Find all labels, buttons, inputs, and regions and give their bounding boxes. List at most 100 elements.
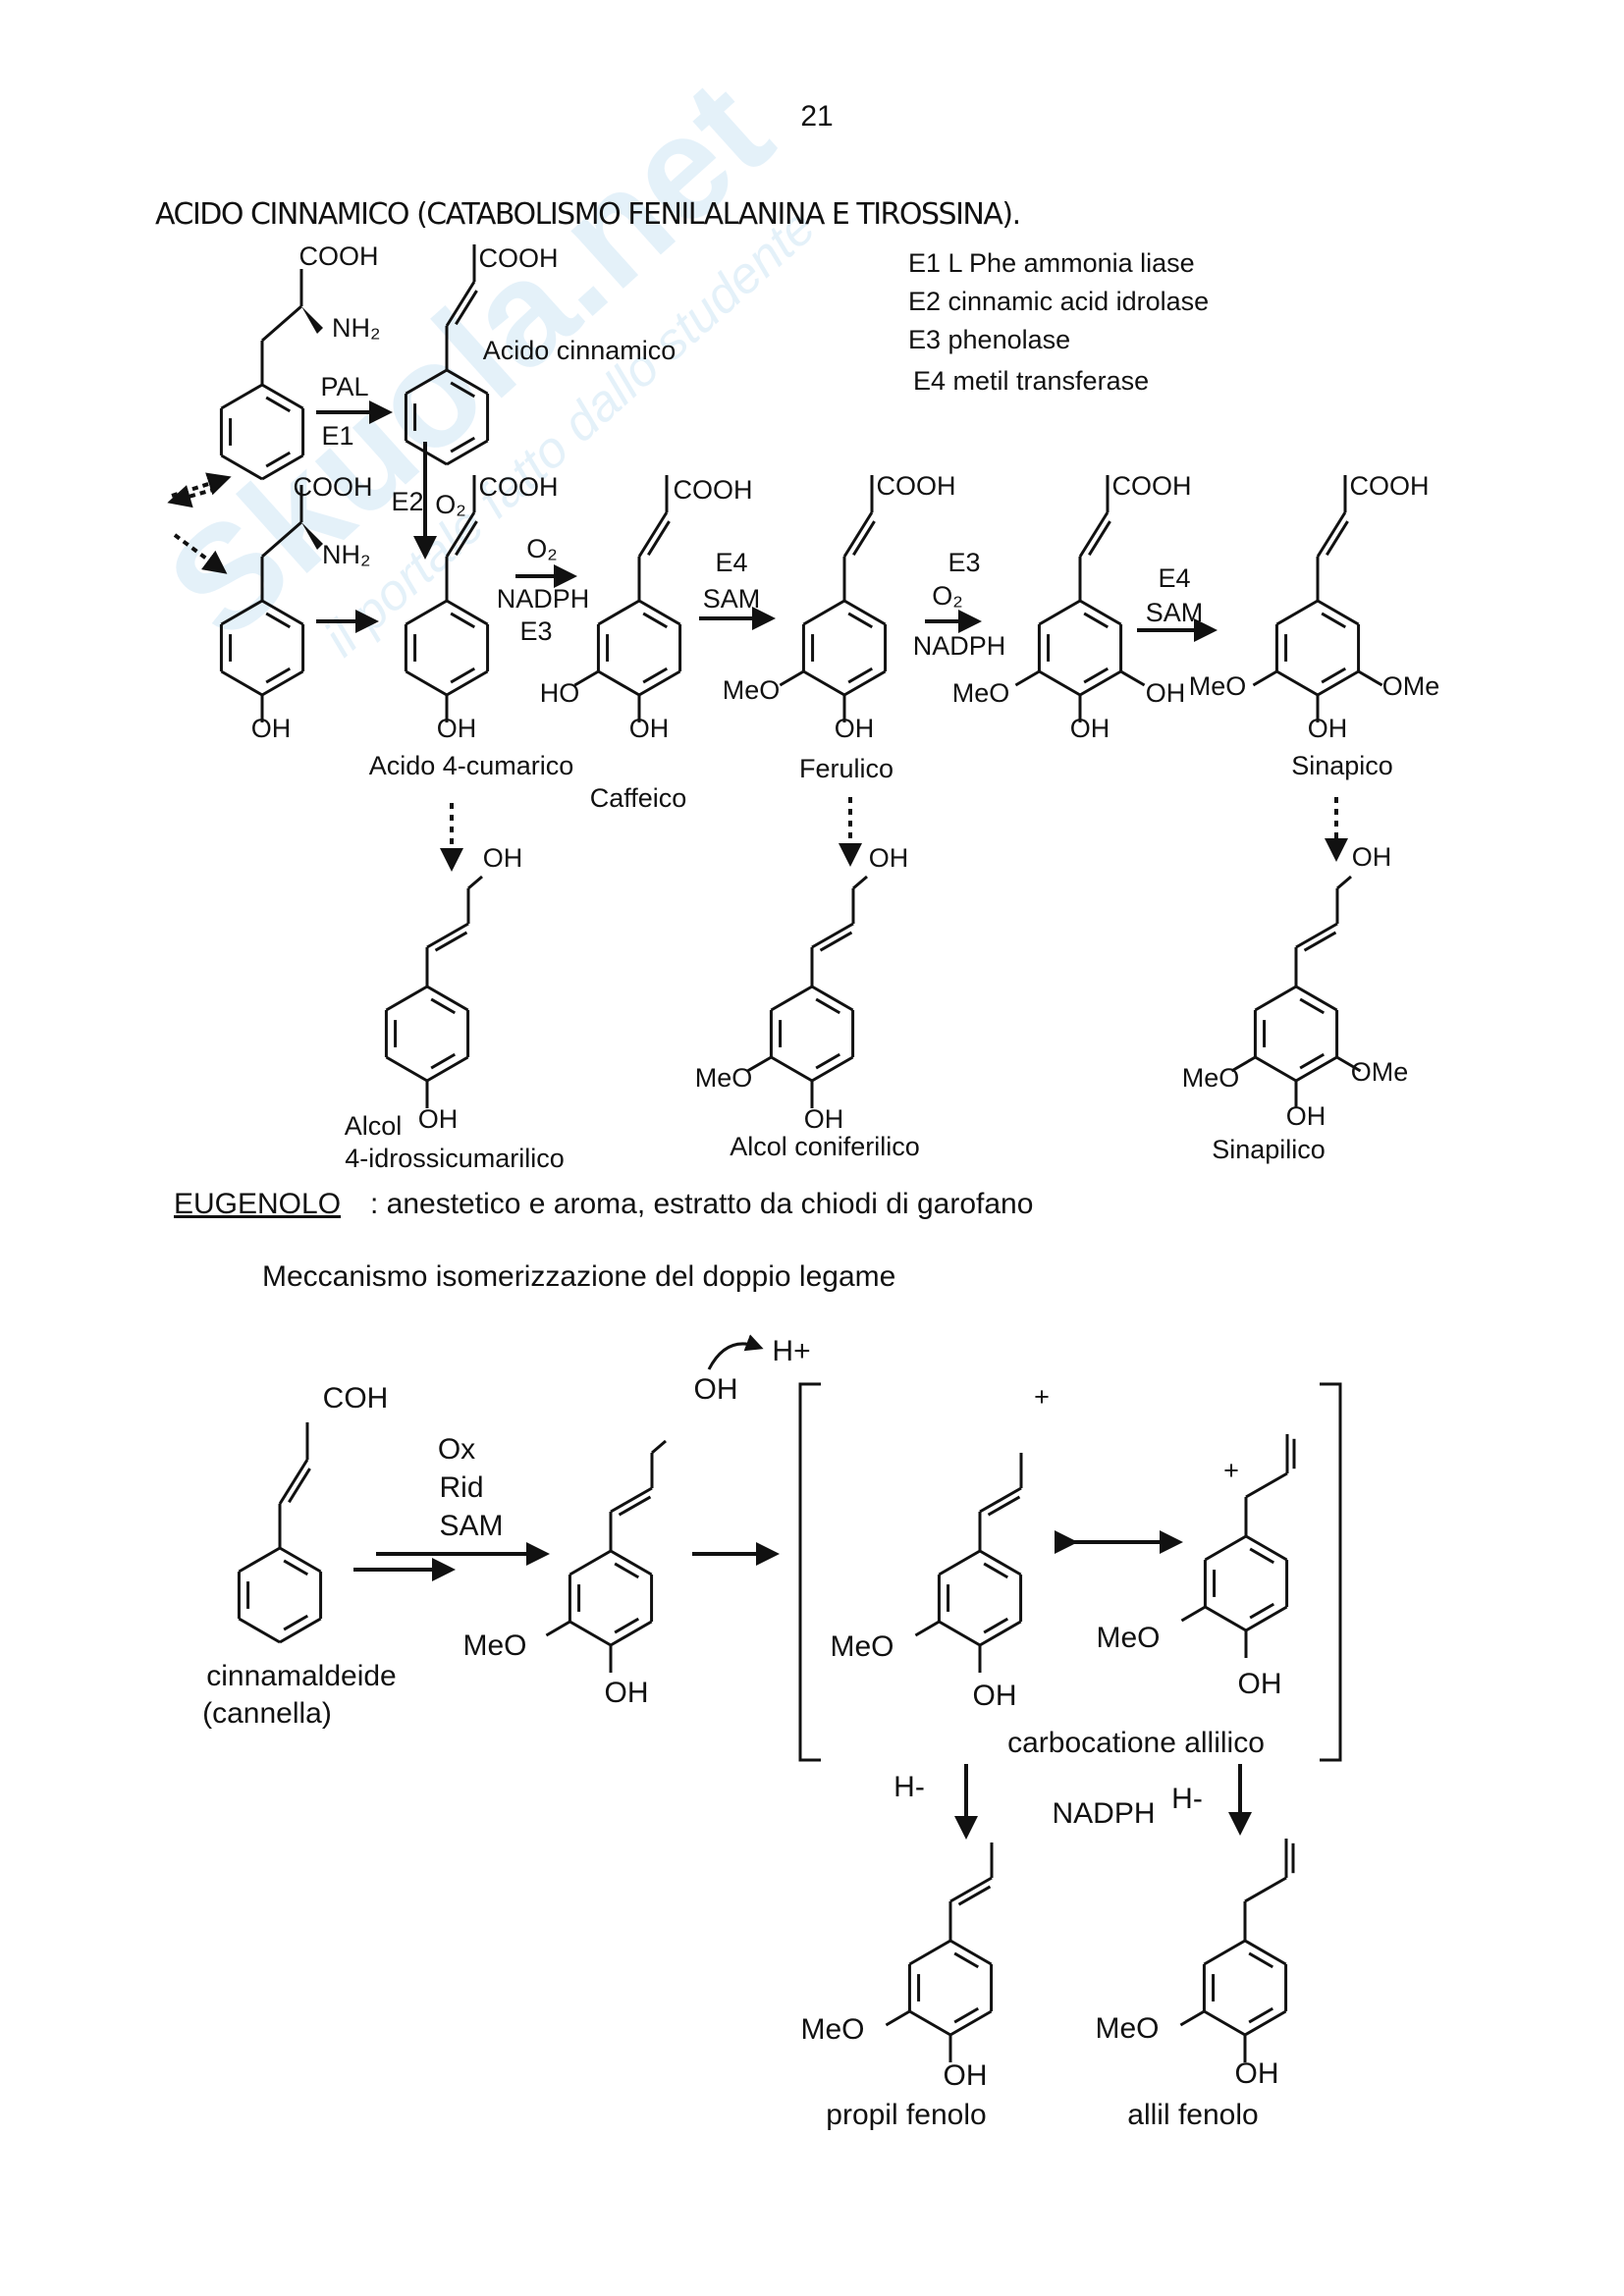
label-cooh: COOH: [1112, 471, 1192, 501]
bond: [426, 1055, 469, 1083]
bond: [638, 669, 681, 697]
name-allil-fenolo: allil fenolo: [1127, 2099, 1258, 2131]
label-oh: OH: [1352, 842, 1392, 872]
bond: [1303, 931, 1337, 952]
label-oh: OH: [418, 1104, 459, 1134]
name-caffeic: Caffeico: [590, 783, 687, 813]
bond: [770, 1055, 813, 1083]
bond: [1252, 669, 1278, 687]
bond: [265, 396, 292, 413]
bond: [288, 1468, 311, 1504]
label-oh: OH: [1286, 1101, 1326, 1131]
bond: [279, 1546, 322, 1574]
bond: [1317, 599, 1360, 626]
bond: [610, 1620, 653, 1647]
bond: [467, 875, 483, 890]
label-oh: OH: [835, 714, 875, 743]
bond: [261, 454, 304, 481]
label-oh: OH: [973, 1680, 1017, 1712]
bond: [446, 439, 489, 466]
bond: [815, 1052, 841, 1070]
bond: [815, 997, 841, 1015]
bond: [1336, 875, 1352, 890]
label-oh: OH: [1238, 1668, 1282, 1700]
dashed-arrow-icon: [173, 533, 228, 574]
label-sam: SAM: [703, 584, 761, 614]
name-cinnamaldeide: cinnamaldeide: [206, 1660, 396, 1692]
bracket-left: [798, 1382, 821, 1762]
bond: [949, 1939, 993, 1966]
bond: [1204, 1534, 1247, 1562]
label-oh: OH: [629, 714, 670, 743]
bond: [1083, 667, 1110, 684]
bond: [614, 1617, 640, 1634]
bond: [979, 1486, 1022, 1514]
bond: [638, 599, 681, 626]
label-oh: OH: [251, 714, 292, 743]
label-coh: COH: [323, 1382, 389, 1415]
eugenol-description: : anestetico e aroma, estratto da chiodi…: [370, 1188, 1033, 1220]
bond: [811, 985, 854, 1012]
name-sinapyl: Sinapilico: [1212, 1135, 1326, 1164]
curved-arrow-icon: [707, 1334, 764, 1370]
label-oh: OH: [1308, 714, 1348, 743]
bond: [1248, 2006, 1274, 2024]
bond: [283, 1559, 309, 1576]
bond: [445, 511, 476, 558]
label-rid: Rid: [439, 1471, 483, 1504]
section1-title: ACIDO CINNAMICO (CATABOLISMO FENILALANIN…: [155, 197, 1020, 232]
bond: [1321, 612, 1347, 629]
bond: [434, 931, 468, 952]
bond: [843, 669, 887, 697]
name-propil-fenolo: propil fenolo: [826, 2099, 986, 2131]
label-meo: MeO: [800, 2013, 864, 2046]
bond: [1014, 669, 1041, 687]
bond: [1079, 599, 1122, 626]
bracket-right: [1320, 1382, 1342, 1762]
bond: [568, 1549, 612, 1576]
label-h-minus: H-: [893, 1771, 925, 1803]
bond: [261, 520, 302, 559]
bond: [1244, 1939, 1287, 1966]
bond: [1204, 1605, 1247, 1632]
bond: [842, 511, 874, 558]
label-e2: E2: [391, 487, 423, 516]
bond: [1088, 520, 1111, 557]
bond: [278, 1459, 309, 1505]
bond: [1248, 1951, 1274, 1969]
bond: [647, 520, 671, 557]
bond: [426, 985, 469, 1012]
bond: [885, 2009, 911, 2027]
bond: [908, 1939, 951, 1966]
eugenol-title: EUGENOLO: [174, 1188, 341, 1220]
section1-labels: COOH NH₂ COOH Acido cinnamico PAL E1 COO…: [251, 241, 1440, 1173]
label-oh: OH: [1146, 678, 1186, 708]
bond: [1245, 1605, 1288, 1632]
bond: [1275, 669, 1319, 697]
bond: [770, 985, 813, 1012]
bond: [573, 669, 600, 687]
bond: [1326, 520, 1349, 557]
bond: [450, 667, 476, 684]
label-oh: OH: [944, 2059, 988, 2092]
bond: [385, 985, 428, 1012]
bond: [979, 1549, 1022, 1576]
name-sinapic: Sinapico: [1291, 751, 1393, 780]
watermark-brand: Skuola.net: [137, 48, 801, 668]
bond: [979, 1620, 1022, 1647]
dashed-arrow-icon: [167, 485, 217, 508]
label-oh: OH: [694, 1373, 738, 1406]
bond: [265, 667, 292, 684]
bond: [651, 1439, 667, 1455]
label-cooh: COOH: [479, 243, 559, 273]
bond: [1078, 511, 1110, 558]
bond: [385, 1055, 428, 1083]
label-cooh: COOH: [294, 472, 373, 502]
bond: [938, 1620, 981, 1647]
label-plus: +: [1223, 1456, 1239, 1485]
bond: [811, 1055, 854, 1083]
bond: [446, 599, 489, 626]
bond: [1119, 669, 1146, 687]
label-oh: OH: [804, 1104, 844, 1134]
bond: [220, 669, 263, 697]
